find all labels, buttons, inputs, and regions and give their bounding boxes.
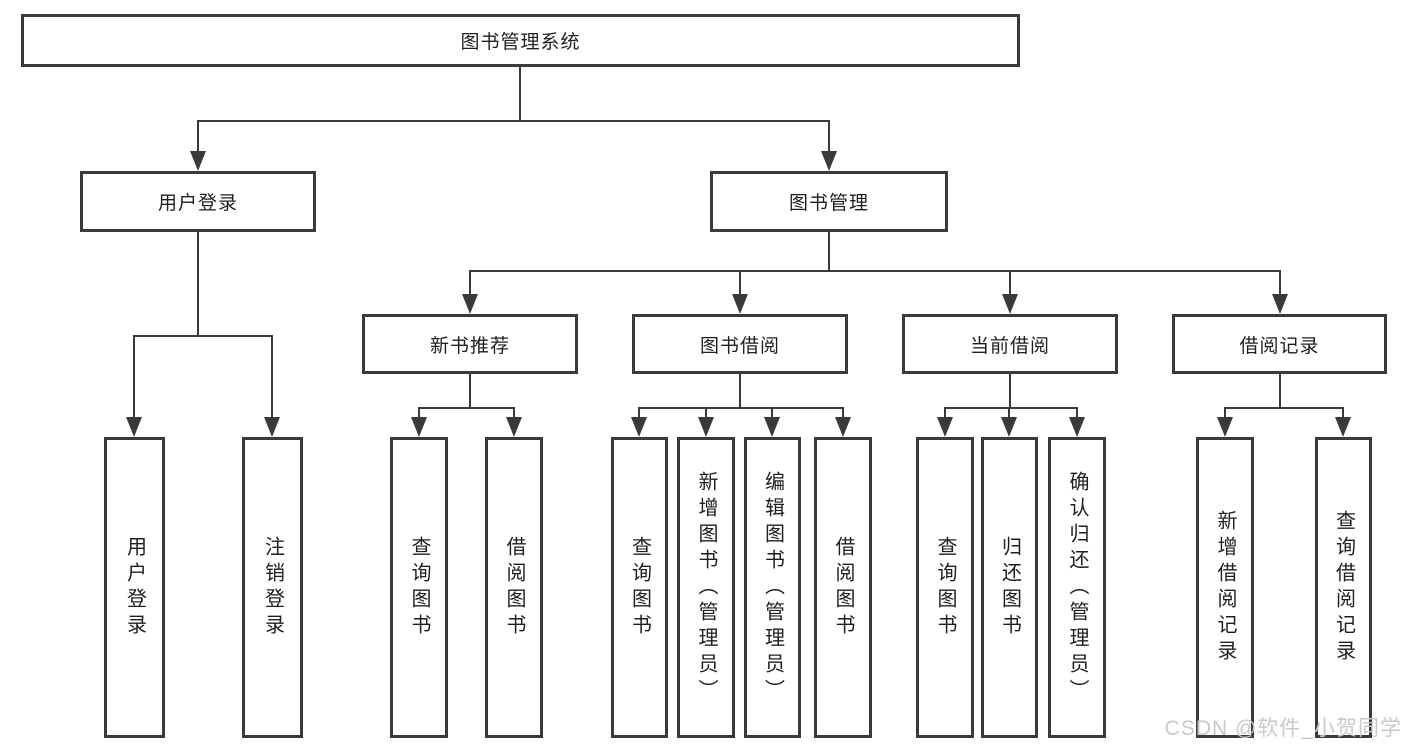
connector-drop-current-borrowing [1009,270,1011,294]
connector-book-management-trunk [828,232,830,270]
node-leaf-bb-query-books: 查询图书 [611,437,668,738]
node-leaf-bb-edit-books-admin: 编辑图书（管理员） [744,437,801,738]
connector-drop-br-query [1342,407,1344,417]
node-leaf-br-query-record: 查询借阅记录 [1315,437,1372,738]
connector-drop-cb-return [1008,407,1010,417]
leaf-label: 编辑图书（管理员） [761,470,784,705]
connector-book-borrowing-trunk [739,374,741,407]
leaf-label: 新增图书（管理员） [695,470,717,705]
arrowhead-cb-return [1001,417,1017,437]
node-book-management-label: 图书管理 [788,193,869,214]
leaf-label: 借阅图书 [832,535,854,640]
leaf-label: 查询图书 [934,535,956,640]
arrowhead-br-query [1335,417,1351,437]
connector-drop-new-book-recommend [469,270,471,294]
connector-drop-user-login [197,120,199,151]
node-leaf-br-add-record: 新增借阅记录 [1196,437,1254,738]
node-leaf-cb-return-books: 归还图书 [981,437,1038,738]
arrowhead-borrowing-records [1272,294,1288,314]
node-new-book-recommend-label: 新书推荐 [429,335,510,357]
leaf-label: 注销登录 [261,535,284,640]
leaf-label: 查询图书 [408,535,430,640]
connector-root-bar [197,120,830,122]
connector-new-book-recommend-trunk [469,374,471,407]
connector-book-borrowing-bar [638,407,844,409]
leaf-label: 确认归还（管理员） [1066,470,1088,705]
connector-drop-bb-add [705,407,707,417]
leaf-label: 借阅图书 [503,535,525,640]
node-current-borrowing: 当前借阅 [902,314,1118,374]
node-leaf-cb-confirm-return-admin: 确认归还（管理员） [1048,437,1106,738]
node-leaf-bb-borrow-books: 借阅图书 [814,437,872,738]
arrowhead-bb-borrow [835,417,851,437]
connector-drop-bb-edit [771,407,773,417]
connector-drop-nbr-borrow [513,407,515,417]
watermark: CSDN @软件_小贺同学 [1164,717,1402,740]
connector-book-management-bar [469,270,1281,272]
arrowhead-bb-edit [764,417,780,437]
node-leaf-nbr-query-books: 查询图书 [390,437,448,738]
node-root-label: 图书管理系统 [460,32,581,53]
node-book-management: 图书管理 [710,171,948,232]
leaf-label: 新增借阅记录 [1214,509,1236,666]
connector-drop-book-borrowing [739,270,741,294]
node-root: 图书管理系统 [21,14,1020,67]
connector-user-login-bar [133,335,273,337]
arrowhead-leaf-logout [264,417,280,437]
arrowhead-br-add [1217,417,1233,437]
node-borrowing-records-label: 借阅记录 [1239,335,1320,357]
connector-drop-br-add [1224,407,1226,417]
leaf-label: 归还图书 [998,535,1021,640]
arrowhead-leaf-login [126,417,142,437]
leaf-label: 查询图书 [628,535,651,640]
node-user-login: 用户登录 [80,171,316,232]
connector-borrowing-records-bar [1224,407,1344,409]
arrowhead-cb-query [937,417,953,437]
arrowhead-new-book-recommend [462,294,478,314]
connector-drop-nbr-query [418,407,420,417]
node-leaf-bb-add-books-admin: 新增图书（管理员） [677,437,735,738]
node-leaf-user-login: 用户登录 [104,437,165,738]
arrowhead-nbr-borrow [506,417,522,437]
node-leaf-cb-query-books: 查询图书 [916,437,974,738]
arrowhead-bb-add [698,417,714,437]
arrowhead-current-borrowing [1002,294,1018,314]
node-current-borrowing-label: 当前借阅 [969,335,1050,357]
connector-drop-borrowing-records [1279,270,1281,294]
connector-drop-bb-query [638,407,640,417]
node-new-book-recommend: 新书推荐 [362,314,578,374]
node-book-borrowing: 图书借阅 [632,314,848,374]
arrowhead-book-borrowing [732,294,748,314]
node-book-borrowing-label: 图书借阅 [699,335,780,357]
connector-borrowing-records-trunk [1279,374,1281,407]
arrowhead-bb-query [631,417,647,437]
node-borrowing-records: 借阅记录 [1172,314,1387,374]
connector-root-trunk [519,67,521,120]
arrowhead-book-management [821,151,837,171]
node-user-login-label: 用户登录 [157,193,238,214]
connector-new-book-recommend-bar [418,407,515,409]
arrowhead-nbr-query [411,417,427,437]
connector-drop-cb-query [944,407,946,417]
connector-drop-leaf-login [133,335,135,417]
leaf-label: 查询借阅记录 [1332,509,1355,666]
node-leaf-logout: 注销登录 [242,437,303,738]
connector-drop-leaf-logout [271,335,273,417]
leaf-label: 用户登录 [123,535,146,640]
arrowhead-user-login [190,151,206,171]
connector-drop-book-management [828,120,830,151]
connector-user-login-trunk [197,232,199,335]
connector-current-borrowing-trunk [1009,374,1011,407]
connector-drop-cb-confirm [1076,407,1078,417]
arrowhead-cb-confirm [1069,417,1085,437]
connector-current-borrowing-bar [944,407,1078,409]
node-leaf-nbr-borrow-books: 借阅图书 [485,437,543,738]
connector-drop-bb-borrow [842,407,844,417]
